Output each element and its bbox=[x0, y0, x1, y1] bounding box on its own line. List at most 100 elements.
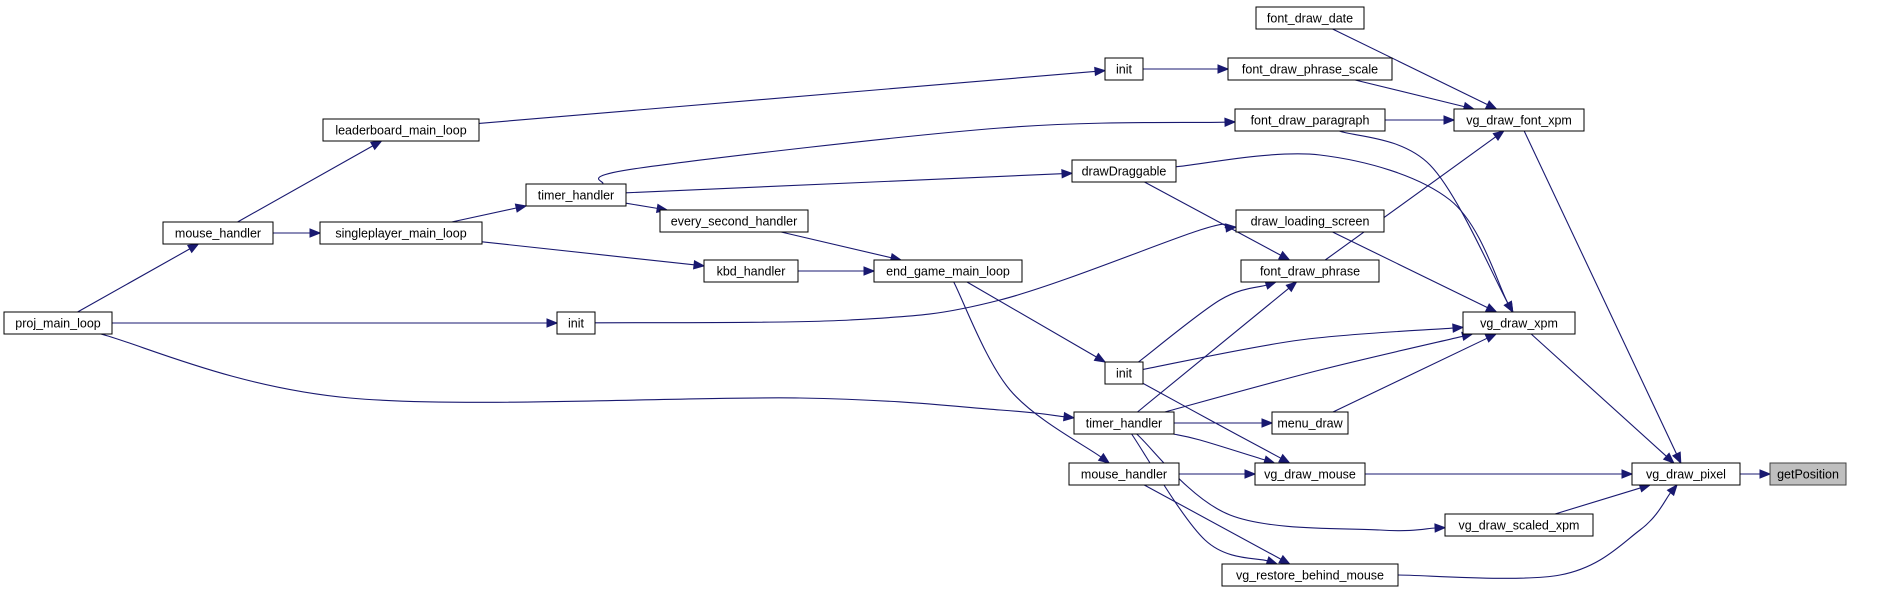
edge-line bbox=[1354, 79, 1465, 108]
edge-line bbox=[625, 173, 1063, 194]
node-label: vg_draw_scaled_xpm bbox=[1459, 519, 1580, 533]
node-box bbox=[1240, 259, 1380, 283]
edges-layer bbox=[77, 28, 1772, 579]
edge-line bbox=[780, 231, 892, 259]
edge-line bbox=[966, 281, 1097, 358]
arrowhead-icon bbox=[1224, 117, 1237, 127]
arrowhead-icon bbox=[1225, 223, 1238, 233]
node-label: font_draw_paragraph bbox=[1251, 114, 1370, 128]
edge-line bbox=[1164, 335, 1463, 413]
node-vg-draw-xpm[interactable]: vg_draw_xpm bbox=[1462, 311, 1576, 335]
node-box bbox=[1255, 6, 1365, 30]
node-menu-draw[interactable]: menu_draw bbox=[1271, 411, 1349, 435]
node-label: leaderboard_main_loop bbox=[335, 124, 466, 138]
node-box bbox=[1104, 361, 1144, 385]
edge-line bbox=[1530, 333, 1667, 457]
node-box bbox=[322, 118, 480, 142]
node-vg-draw-pixel[interactable]: vg_draw_pixel bbox=[1631, 462, 1741, 486]
edge-font_draw_phrase-to-vg_draw_font_xpm bbox=[1324, 130, 1505, 261]
edge-line bbox=[237, 145, 374, 223]
node-init-3[interactable]: init bbox=[1104, 361, 1144, 385]
arrowhead-icon bbox=[1285, 281, 1298, 293]
arrowhead-icon bbox=[1278, 554, 1291, 565]
node-box bbox=[1221, 563, 1399, 587]
edge-proj_main_loop-to-timer_handler_2 bbox=[100, 333, 1076, 422]
node-every-second-handler[interactable]: every_second_handler bbox=[659, 209, 809, 233]
node-init-2[interactable]: init bbox=[556, 311, 596, 335]
node-init-1[interactable]: init bbox=[1104, 57, 1144, 81]
edge-line bbox=[1332, 337, 1488, 413]
node-draw-loading-screen[interactable]: draw_loading_screen bbox=[1235, 209, 1385, 233]
edge-line bbox=[1138, 284, 1267, 363]
node-vg-restore-behind-mouse[interactable]: vg_restore_behind_mouse bbox=[1221, 563, 1399, 587]
node-label: end_game_main_loop bbox=[886, 265, 1010, 279]
arrowhead-icon bbox=[1265, 556, 1279, 566]
node-box bbox=[1769, 462, 1847, 486]
node-timer-handler-1[interactable]: timer_handler bbox=[525, 183, 627, 207]
node-mouse-handler-2[interactable]: mouse_handler bbox=[1068, 462, 1180, 486]
edge-line bbox=[451, 207, 517, 223]
node-label: init bbox=[1116, 63, 1133, 77]
edge-singleplayer_main_loop-to-timer_handler_1 bbox=[451, 203, 528, 223]
arrowhead-icon bbox=[1759, 469, 1772, 479]
edge-every_second_handler-to-end_game_main_loop bbox=[780, 231, 903, 263]
node-label: menu_draw bbox=[1277, 417, 1343, 431]
node-label: font_draw_date bbox=[1267, 12, 1353, 26]
node-label: vg_restore_behind_mouse bbox=[1236, 569, 1384, 583]
node-box bbox=[556, 311, 596, 335]
edge-end_game_main_loop-to-init_3 bbox=[966, 281, 1107, 363]
node-vg-draw-font-xpm[interactable]: vg_draw_font_xpm bbox=[1453, 108, 1585, 132]
node-label: init bbox=[568, 317, 585, 331]
node-drawDraggable[interactable]: drawDraggable bbox=[1071, 159, 1177, 183]
edge-timer_handler_1-to-drawDraggable bbox=[625, 168, 1074, 194]
edge-line bbox=[1142, 382, 1282, 459]
node-leaderboard-main-loop[interactable]: leaderboard_main_loop bbox=[322, 118, 480, 142]
node-box bbox=[1254, 462, 1366, 486]
node-font-draw-phrase[interactable]: font_draw_phrase bbox=[1240, 259, 1380, 283]
node-label: font_draw_phrase_scale bbox=[1242, 63, 1378, 77]
arrowhead-icon bbox=[1662, 452, 1675, 464]
node-timer-handler-2[interactable]: timer_handler bbox=[1073, 411, 1175, 435]
node-label: timer_handler bbox=[1086, 417, 1162, 431]
node-label: vg_draw_xpm bbox=[1480, 317, 1558, 331]
node-label: init bbox=[1116, 367, 1133, 381]
node-font-draw-date[interactable]: font_draw_date bbox=[1255, 6, 1365, 30]
edge-line bbox=[1175, 153, 1509, 304]
arrowhead-icon bbox=[1484, 303, 1498, 313]
node-mouse-handler-1[interactable]: mouse_handler bbox=[162, 221, 274, 245]
arrowhead-icon bbox=[1621, 469, 1634, 479]
node-getPosition[interactable]: getPosition bbox=[1769, 462, 1847, 486]
node-box bbox=[1068, 462, 1180, 486]
edge-init_2-to-draw_loading_screen bbox=[594, 223, 1238, 324]
node-proj-main-loop[interactable]: proj_main_loop bbox=[3, 311, 113, 335]
edge-proj_main_loop-to-mouse_handler_1 bbox=[77, 243, 200, 313]
node-box bbox=[873, 259, 1023, 283]
arrowhead-icon bbox=[187, 243, 200, 254]
node-singleplayer-main-loop[interactable]: singleplayer_main_loop bbox=[319, 221, 483, 245]
arrowhead-icon bbox=[1097, 452, 1111, 464]
node-kbd-handler[interactable]: kbd_handler bbox=[703, 259, 799, 283]
node-vg-draw-mouse[interactable]: vg_draw_mouse bbox=[1254, 462, 1366, 486]
arrowhead-icon bbox=[1672, 451, 1682, 465]
node-end-game-main-loop[interactable]: end_game_main_loop bbox=[873, 259, 1023, 283]
arrowhead-icon bbox=[1094, 66, 1107, 77]
node-label: font_draw_phrase bbox=[1260, 265, 1360, 279]
edge-drawDraggable-to-vg_draw_xpm bbox=[1175, 153, 1514, 314]
arrowhead-icon bbox=[1443, 115, 1456, 125]
edge-init_3-to-font_draw_phrase bbox=[1138, 280, 1278, 363]
node-box bbox=[1073, 411, 1175, 435]
edge-timer_handler_2-to-vg_draw_xpm bbox=[1164, 331, 1474, 413]
node-label: mouse_handler bbox=[1081, 468, 1167, 482]
edge-line bbox=[1173, 433, 1266, 461]
node-font-draw-phrase-scale[interactable]: font_draw_phrase_scale bbox=[1227, 57, 1393, 81]
node-font-draw-paragraph[interactable]: font_draw_paragraph bbox=[1234, 108, 1386, 132]
node-label: vg_draw_pixel bbox=[1646, 468, 1726, 482]
node-box bbox=[1631, 462, 1741, 486]
arrowhead-icon bbox=[370, 140, 383, 151]
node-label: every_second_handler bbox=[671, 215, 797, 229]
edge-timer_handler_2-to-menu_draw bbox=[1174, 418, 1274, 428]
edge-timer_handler_2-to-vg_draw_mouse bbox=[1173, 433, 1276, 465]
edge-font_draw_paragraph-to-vg_draw_font_xpm bbox=[1385, 115, 1456, 125]
node-label: mouse_handler bbox=[175, 227, 261, 241]
node-vg-draw-scaled-xpm[interactable]: vg_draw_scaled_xpm bbox=[1444, 513, 1594, 537]
